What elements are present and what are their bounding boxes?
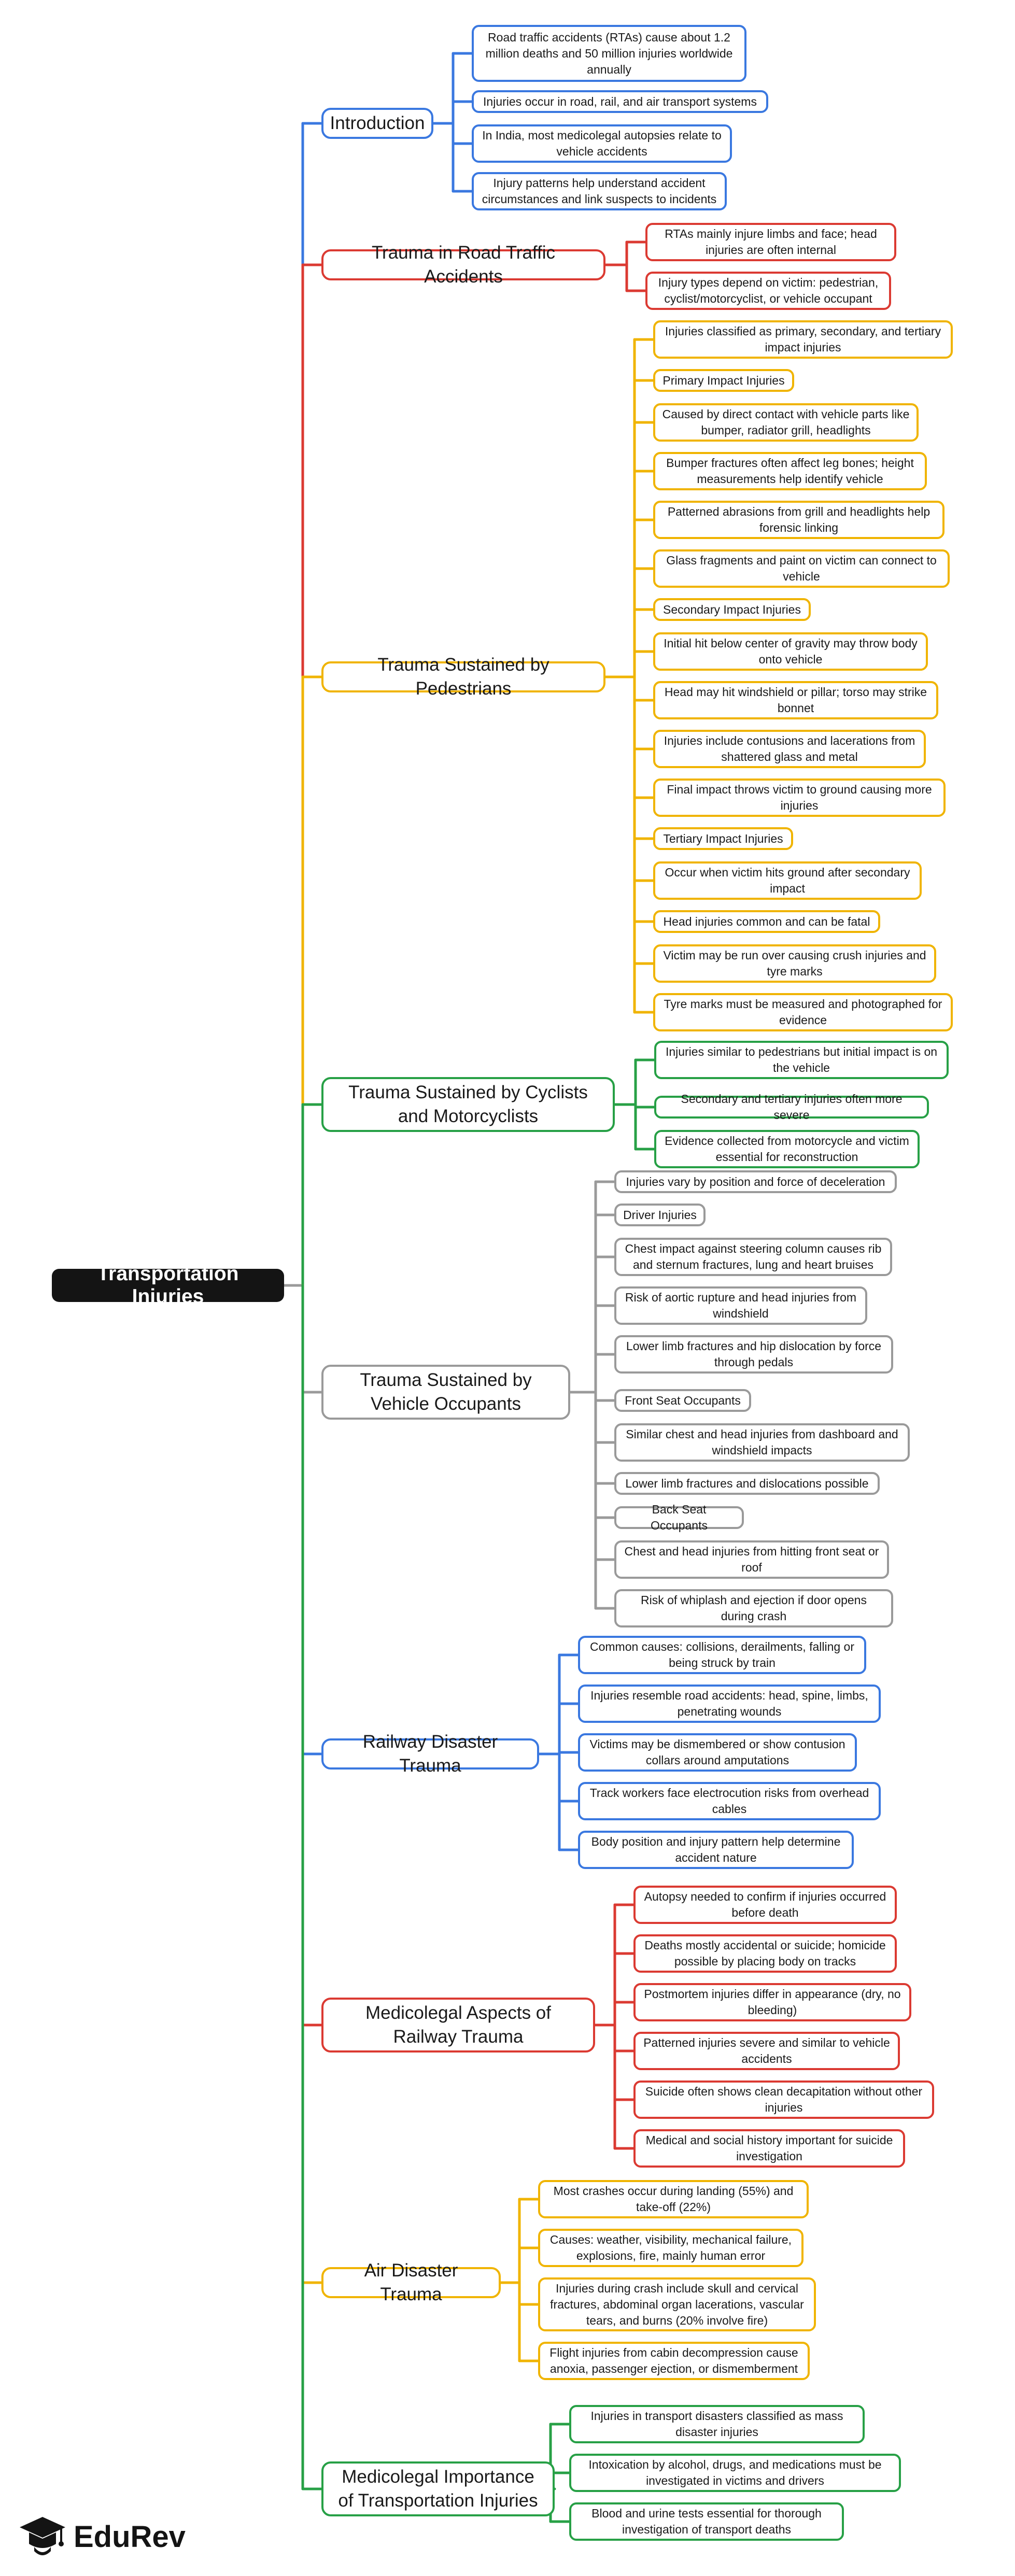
item-occupants-6[interactable]: Similar chest and head injuries from das…	[614, 1423, 910, 1462]
item-pedestrians-3[interactable]: Bumper fractures often affect leg bones;…	[653, 452, 927, 490]
item-pedestrians-5[interactable]: Glass fragments and paint on victim can …	[653, 549, 950, 588]
item-pedestrians-7[interactable]: Initial hit below center of gravity may …	[653, 632, 928, 671]
item-railway-medicolegal-4[interactable]: Suicide often shows clean decapitation w…	[633, 2080, 934, 2119]
topic-cyclists[interactable]: Trauma Sustained by Cyclists and Motorcy…	[321, 1077, 615, 1132]
item-railway-4[interactable]: Body position and injury pattern help de…	[578, 1831, 854, 1869]
edurev-logo: EduRev	[19, 2514, 186, 2559]
item-importance-2[interactable]: Blood and urine tests essential for thor…	[569, 2502, 844, 2541]
item-railway-1[interactable]: Injuries resemble road accidents: head, …	[578, 1685, 881, 1723]
item-pedestrians-0[interactable]: Injuries classified as primary, secondar…	[653, 320, 953, 359]
item-occupants-1[interactable]: Driver Injuries	[614, 1204, 706, 1226]
item-road-traffic-1[interactable]: Injury types depend on victim: pedestria…	[645, 272, 891, 310]
item-railway-2[interactable]: Victims may be dismembered or show contu…	[578, 1733, 857, 1772]
topic-pedestrians[interactable]: Trauma Sustained by Pedestrians	[321, 655, 605, 699]
item-cyclists-0[interactable]: Injuries similar to pedestrians but init…	[654, 1041, 949, 1079]
item-air-1[interactable]: Causes: weather, visibility, mechanical …	[538, 2229, 803, 2267]
item-railway-3[interactable]: Track workers face electrocution risks f…	[578, 1782, 881, 1820]
item-cyclists-1[interactable]: Secondary and tertiary injuries often mo…	[654, 1092, 929, 1122]
item-pedestrians-9[interactable]: Injuries include contusions and lacerati…	[653, 730, 926, 768]
item-introduction-1[interactable]: Injuries occur in road, rail, and air tr…	[472, 90, 768, 113]
item-pedestrians-15[interactable]: Tyre marks must be measured and photogra…	[653, 993, 953, 1031]
item-railway-medicolegal-5[interactable]: Medical and social history important for…	[633, 2129, 905, 2168]
topic-railway-medicolegal[interactable]: Medicolegal Aspects of Railway Trauma	[321, 1998, 595, 2053]
item-pedestrians-4[interactable]: Patterned abrasions from grill and headl…	[653, 501, 944, 539]
item-pedestrians-13[interactable]: Head injuries common and can be fatal	[653, 910, 880, 933]
item-pedestrians-14[interactable]: Victim may be run over causing crush inj…	[653, 944, 936, 983]
item-pedestrians-12[interactable]: Occur when victim hits ground after seco…	[653, 861, 922, 900]
item-pedestrians-11[interactable]: Tertiary Impact Injuries	[653, 827, 793, 850]
item-introduction-0[interactable]: Road traffic accidents (RTAs) cause abou…	[472, 25, 746, 82]
root-topic[interactable]: Transportation Injuries	[52, 1263, 284, 1308]
logo-text: EduRev	[74, 2520, 186, 2554]
item-railway-medicolegal-1[interactable]: Deaths mostly accidental or suicide; hom…	[633, 1934, 897, 1973]
topic-introduction[interactable]: Introduction	[321, 108, 433, 139]
item-occupants-9[interactable]: Chest and head injuries from hitting fro…	[614, 1540, 889, 1579]
item-occupants-7[interactable]: Lower limb fractures and dislocations po…	[614, 1472, 880, 1495]
item-occupants-8[interactable]: Back Seat Occupants	[614, 1503, 744, 1532]
item-railway-0[interactable]: Common causes: collisions, derailments, …	[578, 1636, 866, 1674]
item-occupants-5[interactable]: Front Seat Occupants	[614, 1389, 751, 1412]
item-importance-0[interactable]: Injuries in transport disasters classifi…	[569, 2405, 865, 2443]
topic-road-traffic[interactable]: Trauma in Road Traffic Accidents	[321, 243, 605, 287]
item-occupants-10[interactable]: Risk of whiplash and ejection if door op…	[614, 1589, 893, 1627]
topic-importance[interactable]: Medicolegal Importance of Transportation…	[321, 2461, 555, 2516]
item-pedestrians-10[interactable]: Final impact throws victim to ground cau…	[653, 779, 946, 817]
item-air-3[interactable]: Flight injuries from cabin decompression…	[538, 2342, 810, 2380]
item-pedestrians-1[interactable]: Primary Impact Injuries	[653, 369, 794, 392]
item-cyclists-2[interactable]: Evidence collected from motorcycle and v…	[654, 1130, 920, 1168]
item-occupants-3[interactable]: Risk of aortic rupture and head injuries…	[614, 1286, 867, 1325]
topic-air[interactable]: Air Disaster Trauma	[321, 2260, 501, 2304]
item-railway-medicolegal-0[interactable]: Autopsy needed to confirm if injuries oc…	[633, 1886, 897, 1924]
graduation-cap-icon	[20, 2517, 65, 2555]
item-railway-medicolegal-3[interactable]: Patterned injuries severe and similar to…	[633, 2032, 900, 2070]
item-importance-1[interactable]: Intoxication by alcohol, drugs, and medi…	[569, 2454, 901, 2492]
topic-railway[interactable]: Railway Disaster Trauma	[321, 1732, 539, 1776]
item-railway-medicolegal-2[interactable]: Postmortem injuries differ in appearance…	[633, 1983, 911, 2021]
item-air-2[interactable]: Injuries during crash include skull and …	[538, 2277, 816, 2331]
item-road-traffic-0[interactable]: RTAs mainly injure limbs and face; head …	[645, 223, 896, 261]
item-occupants-2[interactable]: Chest impact against steering column cau…	[614, 1238, 892, 1276]
item-pedestrians-8[interactable]: Head may hit windshield or pillar; torso…	[653, 681, 938, 719]
item-pedestrians-6[interactable]: Secondary Impact Injuries	[653, 598, 811, 621]
item-air-0[interactable]: Most crashes occur during landing (55%) …	[538, 2180, 809, 2218]
item-occupants-4[interactable]: Lower limb fractures and hip dislocation…	[614, 1335, 893, 1374]
topic-occupants[interactable]: Trauma Sustained by Vehicle Occupants	[321, 1365, 570, 1420]
item-pedestrians-2[interactable]: Caused by direct contact with vehicle pa…	[653, 403, 919, 442]
item-occupants-0[interactable]: Injuries vary by position and force of d…	[614, 1170, 897, 1193]
item-introduction-3[interactable]: Injury patterns help understand accident…	[472, 172, 727, 210]
item-introduction-2[interactable]: In India, most medicolegal autopsies rel…	[472, 124, 732, 163]
